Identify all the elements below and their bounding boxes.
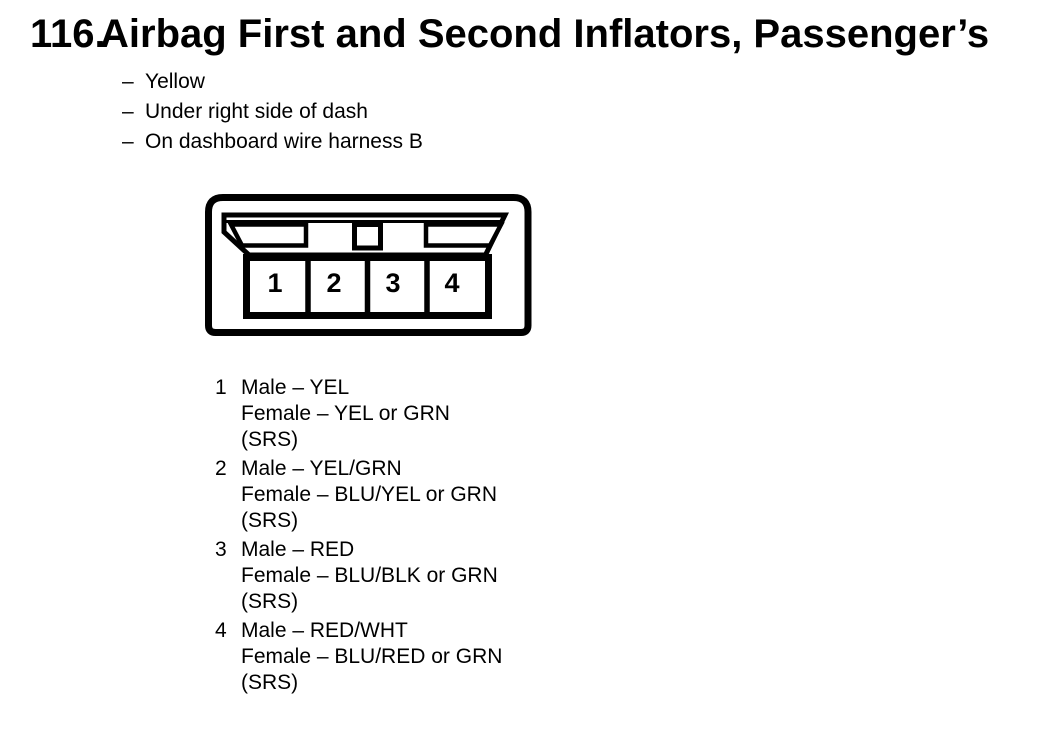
pin-male-wire: Male – RED/WHT <box>241 619 408 642</box>
pin-entry-4: 4 Male – RED/WHT Female – BLU/RED or GRN… <box>215 618 502 696</box>
pin-number: 1 <box>215 376 227 399</box>
pin-number: 4 <box>215 619 227 642</box>
connector-keyway-right <box>423 222 505 248</box>
pin-male-wire: Male – RED <box>241 538 355 561</box>
pin-entry-1: 1 Male – YEL Female – YEL or GRN (SRS) <box>215 375 502 453</box>
detail-line-color: – Yellow <box>122 67 423 97</box>
pin-cavity-label-2: 2 <box>326 268 341 298</box>
pin-female-wire: Female – BLU/YEL or GRN <box>241 483 497 506</box>
pin-list: 1 Male – YEL Female – YEL or GRN (SRS) 2… <box>215 375 502 699</box>
pin-female-wire: Female – BLU/RED or GRN <box>241 645 503 668</box>
detail-line-harness: – On dashboard wire harness B <box>122 127 423 157</box>
dash-bullet: – <box>122 100 134 123</box>
dash-bullet: – <box>122 130 134 153</box>
pin-male-wire: Male – YEL/GRN <box>241 457 402 480</box>
section-heading: 116. Airbag First and Second Inflators, … <box>30 12 989 56</box>
pin-male-wire: Male – YEL <box>241 376 350 399</box>
detail-text: On dashboard wire harness B <box>145 130 423 153</box>
detail-text: Yellow <box>145 70 205 93</box>
section-number: 116. <box>30 12 106 56</box>
detail-line-location: – Under right side of dash <box>122 97 423 127</box>
pin-system-tag: (SRS) <box>241 428 299 451</box>
pin-system-tag: (SRS) <box>241 671 299 694</box>
pin-number: 2 <box>215 457 227 480</box>
pin-system-tag: (SRS) <box>241 590 299 613</box>
pin-female-wire: Female – YEL or GRN <box>241 402 450 425</box>
pin-wire-info: Male – RED/WHT Female – BLU/RED or GRN (… <box>241 618 502 696</box>
pin-entry-3: 3 Male – RED Female – BLU/BLK or GRN (SR… <box>215 537 502 615</box>
pin-number: 3 <box>215 538 227 561</box>
section-title: Airbag First and Second Inflators, Passe… <box>100 12 990 56</box>
pin-system-tag: (SRS) <box>241 509 299 532</box>
connector-details: – Yellow – Under right side of dash – On… <box>122 67 423 157</box>
pin-wire-info: Male – YEL/GRN Female – BLU/YEL or GRN (… <box>241 456 497 534</box>
pin-cavity-label-4: 4 <box>444 268 459 298</box>
connector-diagram: 1 2 3 4 <box>195 185 540 345</box>
pin-entry-2: 2 Male – YEL/GRN Female – BLU/YEL or GRN… <box>215 456 502 534</box>
connector-figure: 1 2 3 4 <box>205 194 532 336</box>
detail-text: Under right side of dash <box>145 100 368 123</box>
dash-bullet: – <box>122 70 134 93</box>
pin-wire-info: Male – RED Female – BLU/BLK or GRN (SRS) <box>241 537 498 615</box>
pin-cavity-label-3: 3 <box>385 268 400 298</box>
connector-keyway-left <box>227 222 309 248</box>
pin-wire-info: Male – YEL Female – YEL or GRN (SRS) <box>241 375 450 453</box>
pin-female-wire: Female – BLU/BLK or GRN <box>241 564 498 587</box>
connector-center-tab <box>352 222 383 251</box>
pin-cavity-label-1: 1 <box>267 268 282 298</box>
